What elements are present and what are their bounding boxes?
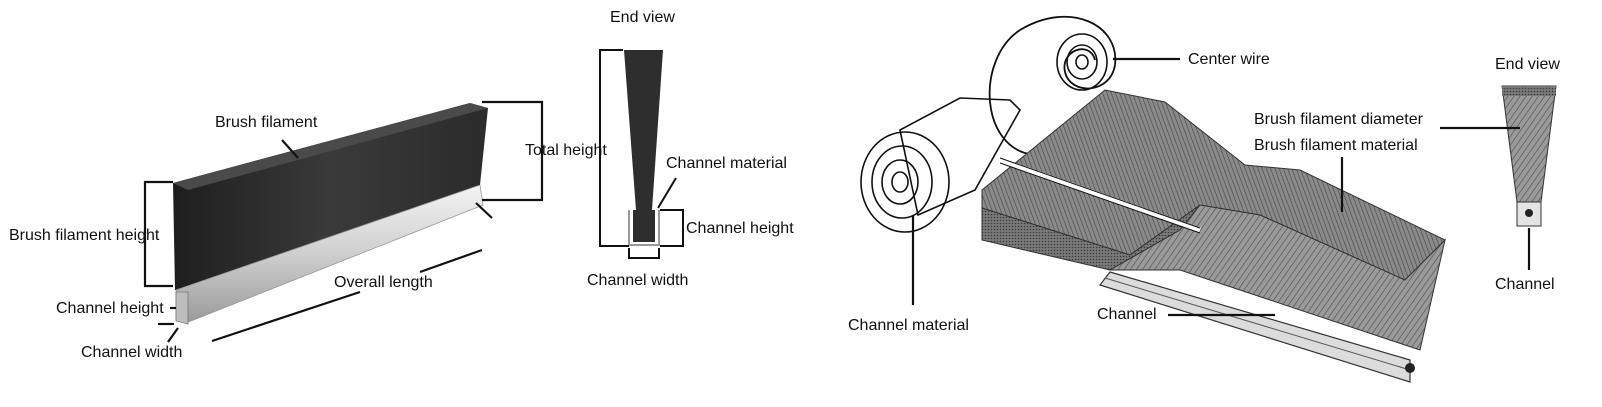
label-brush-filament-height: Brush filament height bbox=[9, 227, 160, 244]
right-rolled-brush bbox=[860, 15, 1446, 383]
label-channel-height-end-view: Channel height bbox=[686, 220, 794, 237]
label-brush-filament-diameter: Brush filament diameter bbox=[1254, 111, 1423, 128]
end-view-channel-width-bracket bbox=[628, 248, 660, 259]
left-strip-brush bbox=[173, 103, 488, 325]
label-end-view-left: End view bbox=[610, 9, 675, 26]
label-center-wire: Center wire bbox=[1188, 51, 1270, 68]
label-overall-length: Overall length bbox=[334, 274, 433, 291]
left-brush-filament-top bbox=[173, 103, 488, 190]
left-coil-strip bbox=[899, 97, 1021, 217]
center-wire-edge-1 bbox=[999, 157, 1201, 229]
right-channel-groove bbox=[1104, 277, 1411, 371]
label-brush-filament-material: Brush filament material bbox=[1254, 137, 1418, 154]
total-height-bracket bbox=[482, 100, 544, 202]
right-brush-main-body bbox=[1108, 204, 1446, 351]
label-total-height: Total height bbox=[525, 142, 607, 159]
right-channel-end-hole bbox=[1405, 363, 1415, 373]
end-view-channel-fill bbox=[633, 210, 655, 242]
center-wire-spiral bbox=[1056, 33, 1108, 91]
label-channel-right: Channel bbox=[1097, 306, 1157, 323]
right-leader-lines bbox=[911, 57, 1344, 317]
label-channel-material-end-view: Channel material bbox=[666, 155, 787, 172]
label-channel-height-left: Channel height bbox=[56, 300, 164, 317]
overall-length-line bbox=[211, 290, 361, 343]
label-channel-end-view-right: Channel bbox=[1495, 276, 1555, 293]
right-end-view bbox=[1440, 85, 1557, 270]
label-end-view-right: End view bbox=[1495, 56, 1560, 73]
overall-length-line-2 bbox=[419, 248, 483, 274]
label-brush-filament: Brush filament bbox=[215, 114, 318, 131]
right-end-view-top-dots bbox=[1502, 86, 1556, 96]
end-view-channel-height-bracket bbox=[660, 209, 684, 247]
center-wire-loop bbox=[988, 15, 1117, 156]
label-channel-width-end-view: Channel width bbox=[587, 272, 689, 289]
left-channel-end bbox=[175, 291, 189, 325]
channel-width-leader bbox=[167, 327, 179, 343]
left-brush-filament-body bbox=[173, 103, 488, 290]
label-channel-width-left: Channel width bbox=[81, 344, 183, 361]
right-end-view-hole bbox=[1525, 209, 1533, 217]
end-view-total-height-bracket bbox=[599, 49, 629, 247]
left-coil-spiral bbox=[860, 131, 950, 233]
left-dimension-lines bbox=[143, 100, 544, 343]
overall-length-end bbox=[475, 202, 493, 219]
end-view-filament bbox=[624, 50, 663, 210]
end-view-channel-material-leader bbox=[657, 177, 677, 209]
end-view-channel-outline bbox=[628, 210, 660, 246]
label-channel-material-right: Channel material bbox=[848, 317, 969, 334]
center-wire-edge-2 bbox=[999, 162, 1201, 234]
right-end-view-filament bbox=[1501, 85, 1557, 203]
center-wire-band bbox=[999, 157, 1201, 233]
brush-filament-leader bbox=[281, 139, 299, 159]
left-end-view bbox=[599, 49, 684, 259]
brush-filament-height-bracket bbox=[143, 180, 173, 288]
